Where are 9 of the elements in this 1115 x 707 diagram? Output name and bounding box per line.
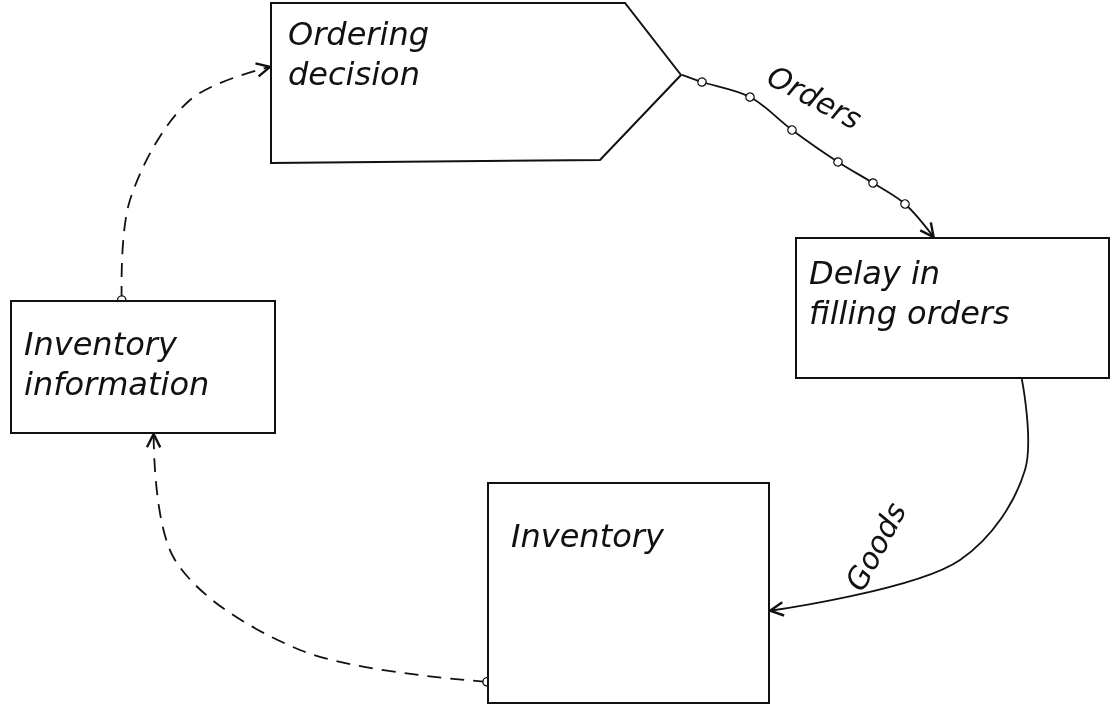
node-label: Inventory information (24, 324, 211, 404)
node-label: Delay in filling orders (809, 253, 1011, 333)
decision-pentagon (270, 2, 682, 164)
process-box (10, 300, 276, 434)
node-label: Ordering decision (288, 14, 430, 94)
node-label: Inventory (511, 516, 665, 556)
process-box (487, 482, 770, 704)
arrow (681, 74, 935, 238)
process-box (795, 237, 1110, 379)
